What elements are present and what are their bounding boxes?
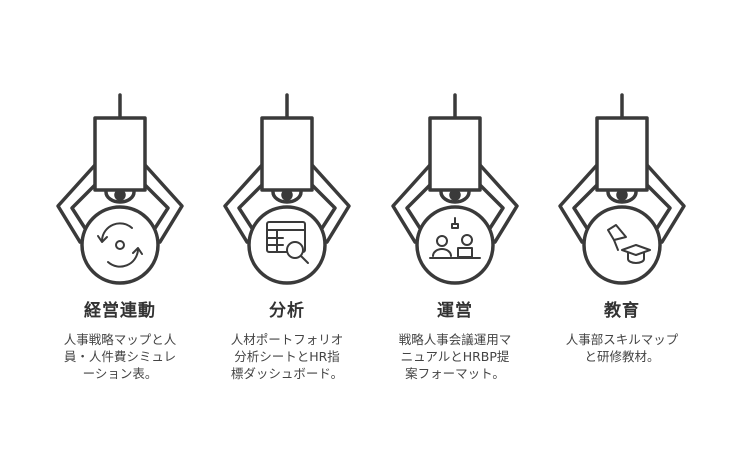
description-line: 員・人件費シミュレ	[63, 349, 177, 364]
description-line: ニュアルとHRBP提	[400, 349, 510, 364]
robot-claw-illustration	[56, 93, 184, 285]
description-line: 案フォーマット。	[405, 366, 505, 381]
description-line: 人事部スキルマップ	[565, 332, 679, 347]
description-line: 人事戦略マップと人	[63, 332, 177, 347]
description-line: と研修教材。	[584, 349, 660, 364]
feature-card: 経営連動人事戦略マップと人員・人件費シミュレーション表。	[36, 90, 204, 382]
cycle-icon	[97, 222, 143, 268]
feature-title: 経営連動	[84, 301, 156, 321]
description-line: 標ダッシュボード。	[230, 366, 344, 381]
robot-claw-illustration	[391, 93, 519, 285]
flag-graduation-icon	[607, 224, 651, 264]
feature-description: 戦略人事会議運用マニュアルとHRBP提案フォーマット。	[385, 331, 525, 382]
feature-card: 分析人材ポートフォリオ分析シートとHR指標ダッシュボード。	[203, 90, 371, 382]
table-search-icon	[266, 221, 309, 264]
description-line: 分析シートとHR指	[234, 349, 340, 364]
robot-claw-illustration	[558, 93, 686, 285]
description-line: ーション表。	[82, 366, 158, 381]
feature-title: 運営	[437, 301, 473, 321]
robot-claw-illustration	[223, 93, 351, 285]
feature-description: 人事部スキルマップと研修教材。	[552, 331, 692, 365]
feature-card: 教育人事部スキルマップと研修教材。	[538, 90, 706, 365]
feature-description: 人材ポートフォリオ分析シートとHR指標ダッシュボード。	[217, 331, 357, 382]
feature-description: 人事戦略マップと人員・人件費シミュレーション表。	[50, 331, 190, 382]
feature-title: 教育	[604, 301, 640, 321]
meeting-icon	[429, 217, 481, 259]
description-line: 戦略人事会議運用マ	[398, 332, 512, 347]
feature-card: 運営戦略人事会議運用マニュアルとHRBP提案フォーマット。	[371, 90, 539, 382]
feature-title: 分析	[269, 301, 305, 321]
description-line: 人材ポートフォリオ	[230, 332, 344, 347]
